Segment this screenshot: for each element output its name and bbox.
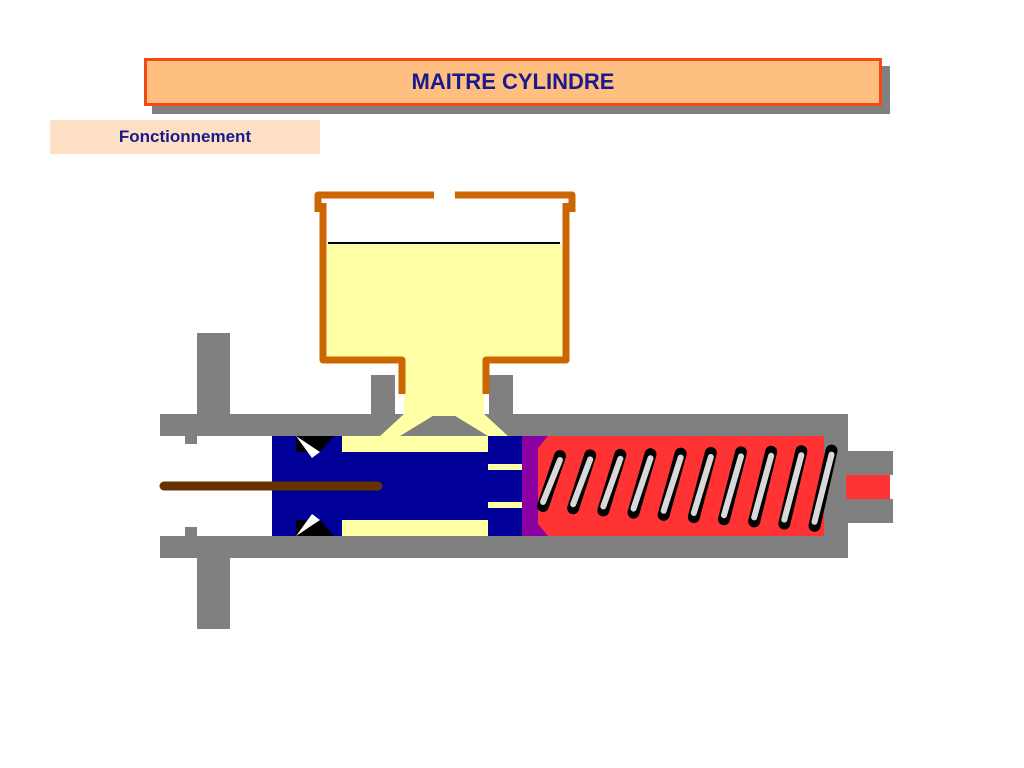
spring-coil-highlight	[690, 454, 714, 516]
reservoir-cap-left	[314, 191, 434, 212]
spring-coil-highlight	[781, 452, 805, 523]
return-spring	[537, 444, 838, 532]
spring-coil-highlight	[751, 452, 775, 521]
piston-head-bottom	[488, 508, 522, 536]
body-bottom-wall	[160, 536, 848, 558]
page-title: MAITRE CYLINDRE	[411, 69, 615, 94]
reservoir	[314, 191, 576, 394]
reservoir-boss-right	[489, 375, 513, 420]
spring-coil-highlight	[721, 453, 744, 519]
spring-coil-highlight	[540, 457, 563, 505]
body-lip-upper	[185, 434, 197, 444]
outlet-bottom	[846, 499, 893, 523]
reservoir-boss-left	[371, 375, 395, 420]
outlet-fluid	[846, 475, 890, 499]
rear-seal-bottom-highlight	[296, 514, 320, 536]
reservoir-cap-right	[455, 191, 576, 212]
title-banner: MAITRE CYLINDRE	[144, 58, 882, 106]
reservoir-wall-left	[319, 203, 406, 394]
section-label: Fonctionnement	[118, 127, 252, 146]
reservoir-wall-right	[482, 203, 570, 394]
body-top-wall	[160, 414, 848, 436]
piston-shoulder-bottom	[342, 510, 490, 520]
flange-upper	[197, 333, 230, 415]
reservoir-fluid-main	[327, 243, 562, 360]
piston-passage-top	[488, 464, 522, 470]
inlet-port-left	[380, 414, 436, 436]
piston-passage-bottom	[488, 502, 522, 508]
body-lip-lower	[185, 527, 197, 537]
piston-shoulder-top	[342, 452, 490, 462]
cylinder-body	[160, 333, 893, 629]
reservoir-fluid	[327, 243, 562, 436]
flange-lower	[197, 558, 230, 629]
piston-head-top	[488, 436, 522, 464]
spring-coil-highlight	[570, 456, 594, 508]
rear-seal-top-highlight	[296, 436, 320, 458]
section-label-box: Fonctionnement	[50, 120, 320, 154]
reservoir-neck-fluid	[404, 358, 484, 416]
spring-coil-highlight	[660, 454, 684, 514]
inlet-port-right	[452, 414, 508, 436]
spring-coil-highlight	[811, 451, 835, 525]
spring-coil-highlight	[630, 455, 654, 512]
spring-coil-highlight	[600, 455, 624, 510]
outlet-top	[846, 451, 893, 475]
